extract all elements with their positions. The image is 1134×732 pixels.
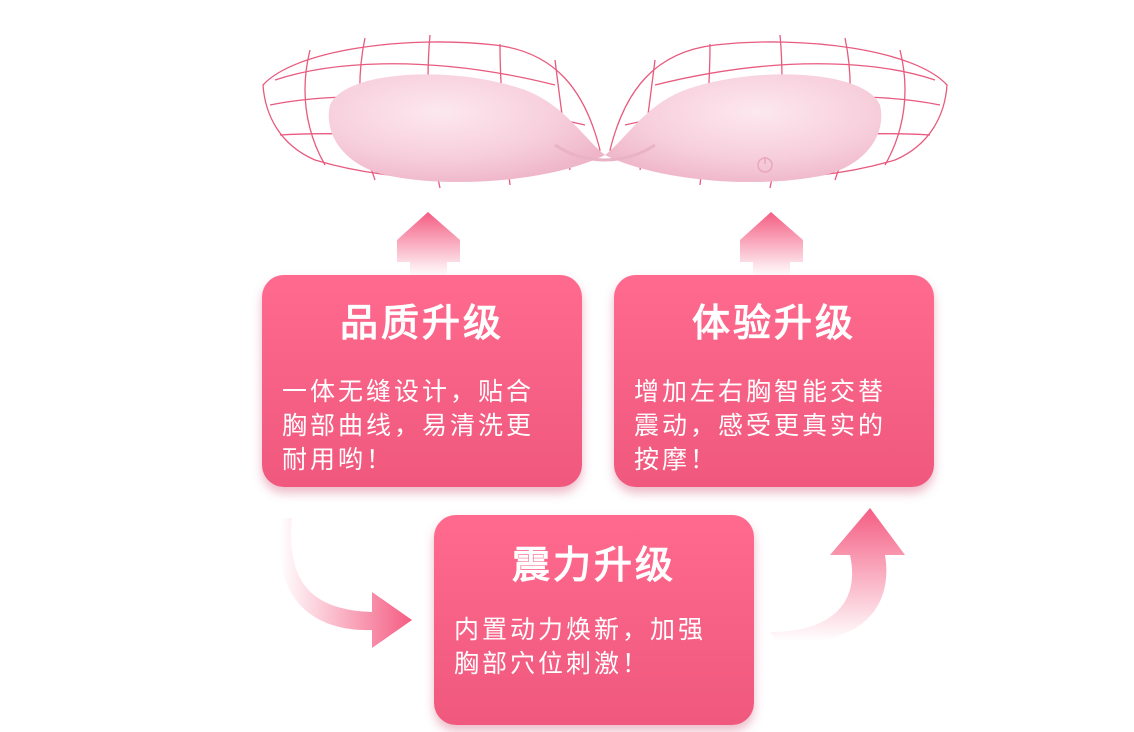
card-title: 体验升级 bbox=[691, 301, 856, 345]
description-line: 胸部穴位刺激！ bbox=[454, 649, 651, 678]
up-arrow-left-icon bbox=[397, 212, 460, 276]
card-title: 震力升级 bbox=[511, 543, 676, 587]
card-description: 增加左右胸智能交替 震动，感受更真实的 按摩！ bbox=[634, 375, 916, 477]
description-line: 增加左右胸智能交替 bbox=[634, 377, 887, 406]
curved-arrow-right-icon bbox=[770, 508, 905, 642]
power-icon bbox=[757, 157, 773, 173]
right-cup bbox=[605, 74, 882, 183]
card-description: 一体无缝设计，贴合 胸部曲线，易清洗更 耐用哟！ bbox=[282, 375, 564, 477]
card-quality-upgrade: 品质升级 一体无缝设计，贴合 胸部曲线，易清洗更 耐用哟！ bbox=[262, 275, 582, 487]
description-line: 震动，感受更真实的 bbox=[634, 411, 887, 440]
description-line: 胸部曲线，易清洗更 bbox=[282, 411, 535, 440]
description-line: 按摩！ bbox=[634, 445, 719, 474]
bra-device-illustration bbox=[262, 34, 948, 189]
description-line: 内置动力焕新，加强 bbox=[454, 615, 707, 644]
card-title: 品质升级 bbox=[339, 301, 504, 345]
card-description: 内置动力焕新，加强 胸部穴位刺激！ bbox=[454, 613, 736, 681]
card-experience-upgrade: 体验升级 增加左右胸智能交替 震动，感受更真实的 按摩！ bbox=[614, 275, 934, 487]
description-line: 耐用哟！ bbox=[282, 445, 395, 474]
description-line: 一体无缝设计，贴合 bbox=[282, 377, 535, 406]
up-arrow-right-icon bbox=[740, 212, 803, 276]
left-cup bbox=[328, 74, 605, 183]
card-vibration-upgrade: 震力升级 内置动力焕新，加强 胸部穴位刺激！ bbox=[434, 515, 754, 725]
curved-arrow-left-icon bbox=[279, 518, 412, 648]
